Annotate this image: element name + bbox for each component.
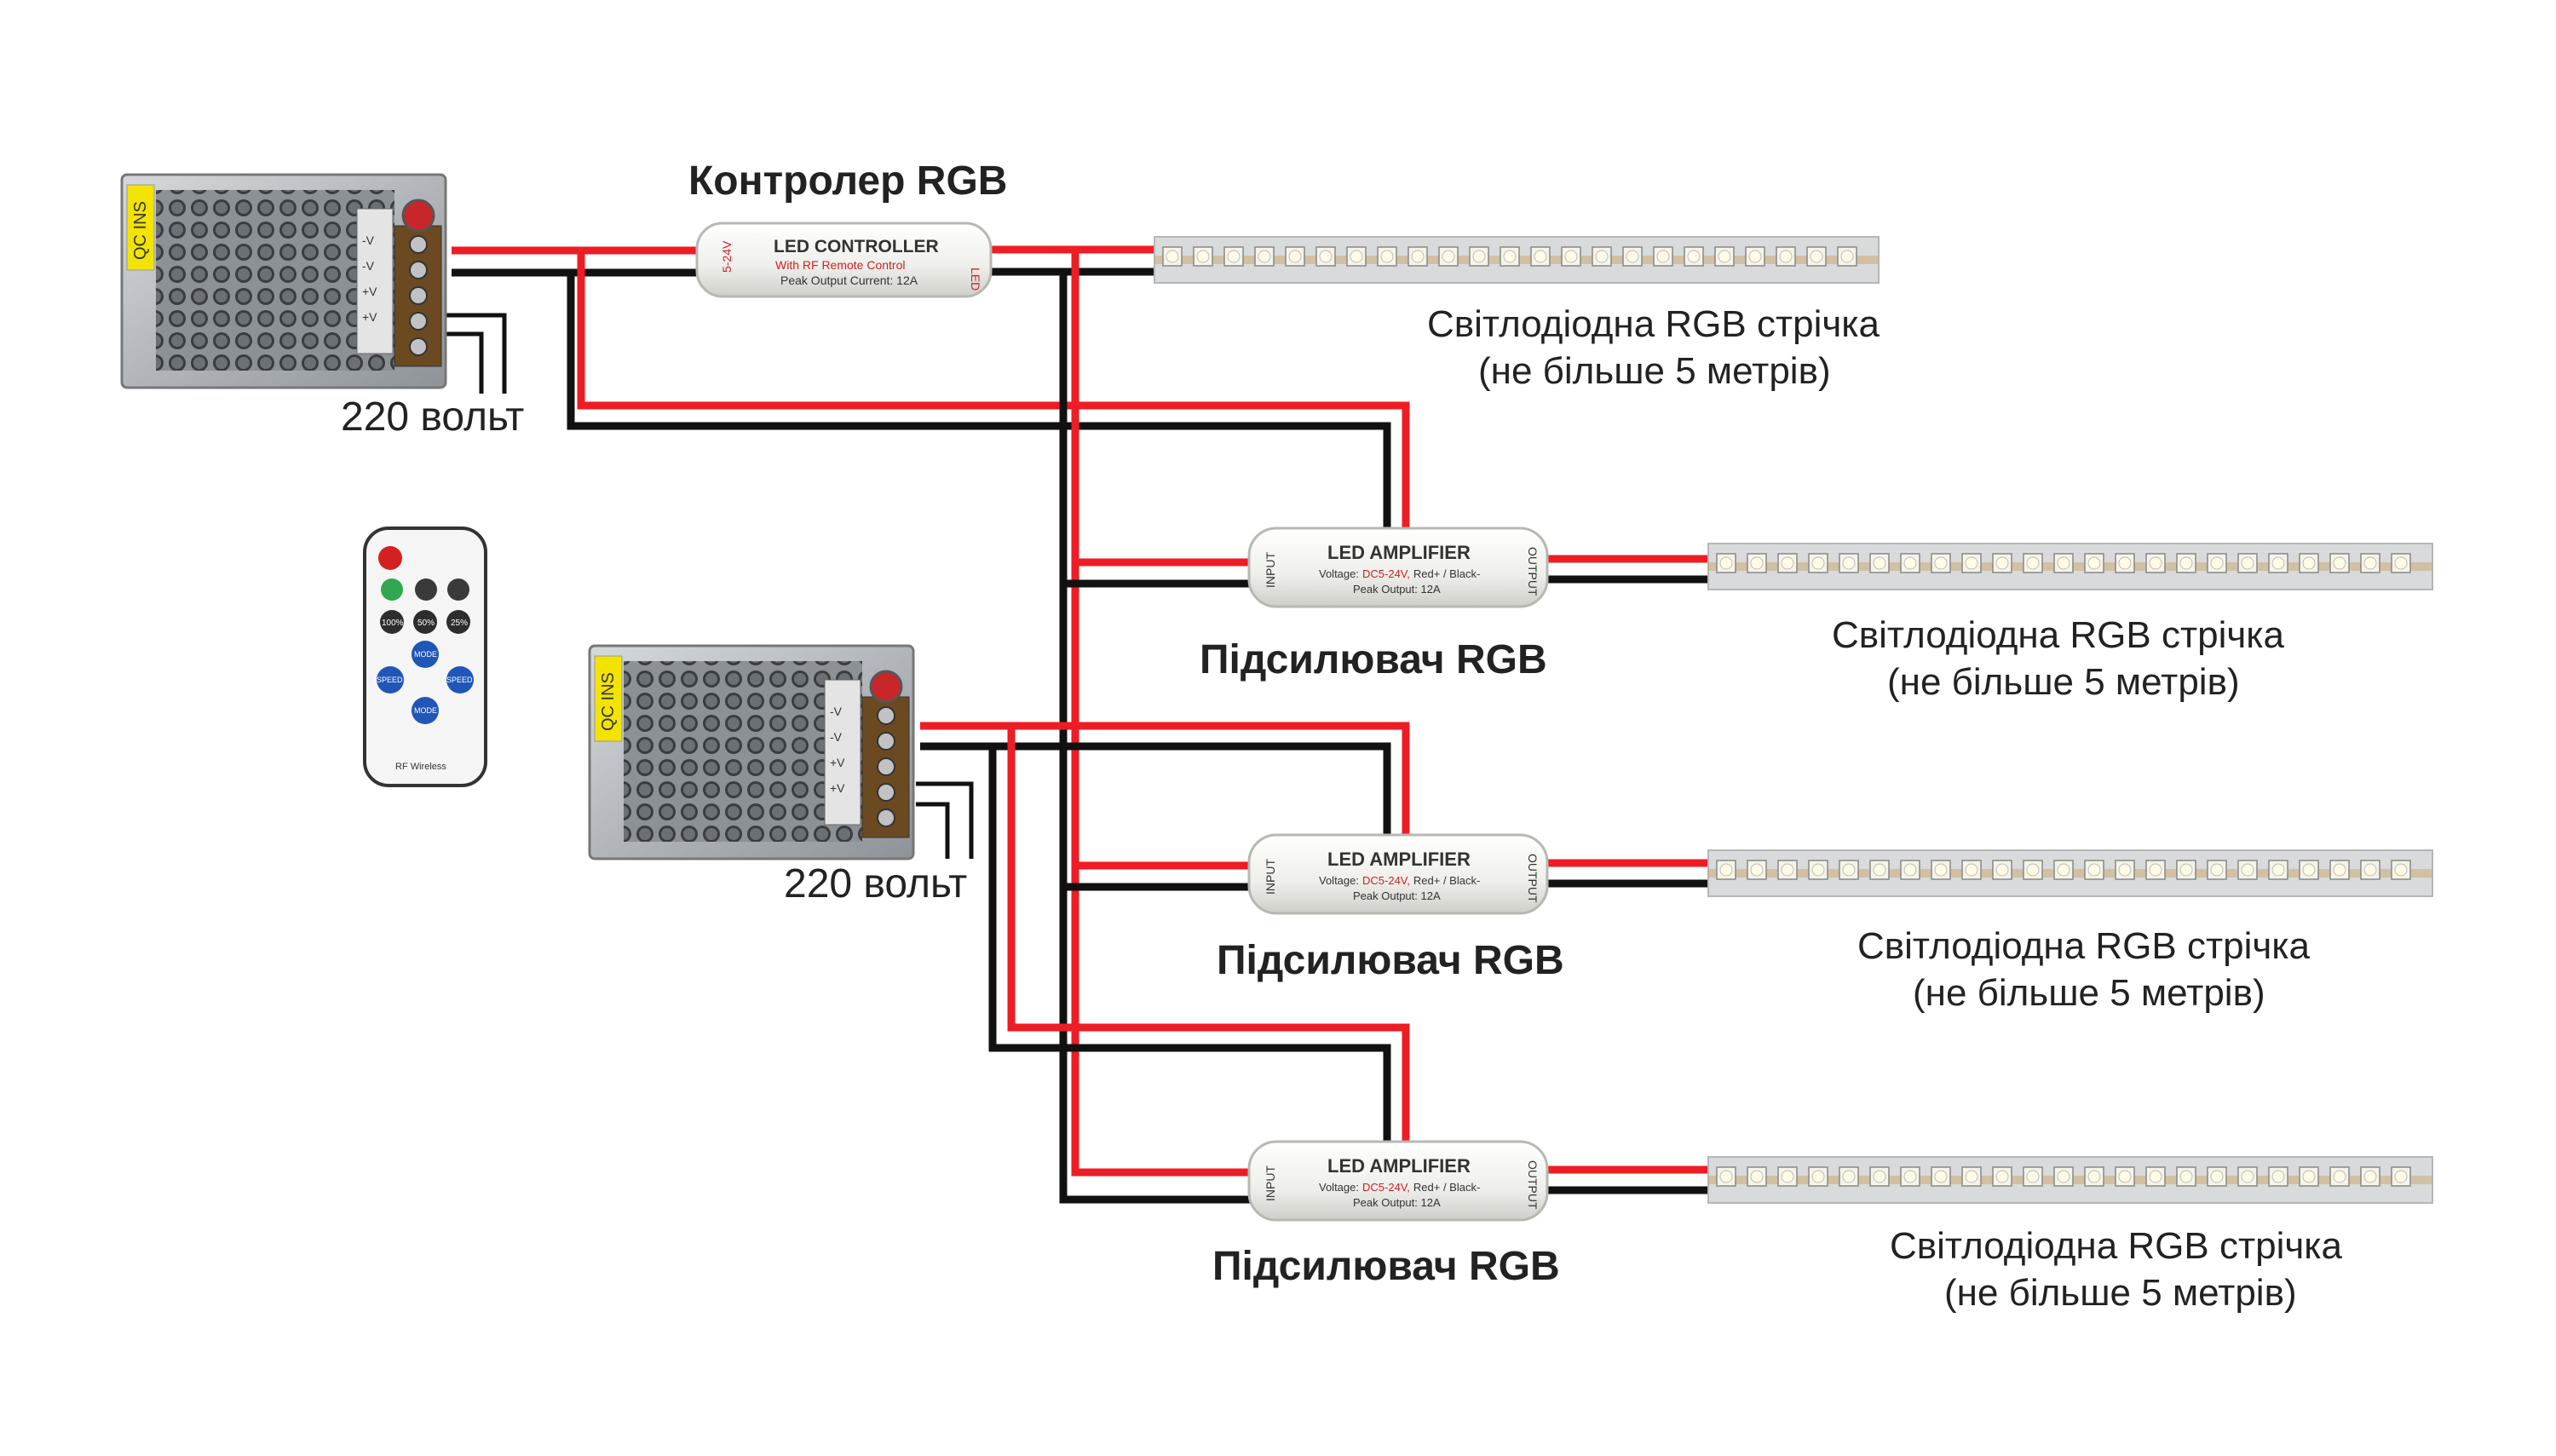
power-supply: QC INS -V -V +V +V [588, 644, 915, 860]
psu-terminal-mark: -V [830, 705, 843, 718]
amplifier-voltage: Voltage:DC5-24V,Red+ / Black- [1319, 1181, 1480, 1194]
amplifier-input-tag: INPUT [1264, 552, 1277, 588]
power-supply: QC INS -V -V +V +V [120, 173, 447, 389]
psu-potentiometer [401, 199, 435, 233]
controller-caption: Контролер RGB [688, 158, 1007, 204]
strip-caption-line2: (не більше 5 метрів) [1887, 661, 2240, 703]
amplifier-output-tag: OUTPUT [1526, 547, 1540, 596]
psu-terminal-mark: +V [362, 285, 377, 298]
wire-red [920, 722, 1410, 839]
wire-black [988, 746, 1391, 1146]
led-controller: 5-24V LED LED CONTROLLER With RF Remote … [695, 222, 993, 298]
psu-terminal-mark: +V [830, 781, 845, 795]
wire-black [567, 273, 1391, 554]
led-strip [1707, 849, 2433, 897]
psu-terminal-mark: +V [830, 756, 845, 769]
psu-terminal-mark: -V [830, 730, 843, 744]
wires [443, 245, 1713, 1204]
wire-black [920, 742, 1391, 839]
wire-red [1071, 250, 1261, 1177]
amplifier-caption: Підсилювач RGB [1217, 938, 1564, 983]
amplifier-title: LED AMPLIFIER [1327, 1155, 1471, 1177]
amplifier-peak: Peak Output: 12A [1353, 889, 1441, 902]
psu-sticker [594, 655, 623, 742]
strip-caption-line1: Світлодіодна RGB стрічка [1890, 1225, 2343, 1267]
amplifier-title: LED AMPLIFIER [1327, 849, 1471, 870]
controller-title: LED CONTROLLER [774, 237, 939, 256]
amplifier-voltage: Voltage:DC5-24V,Red+ / Black- [1319, 567, 1480, 580]
psu-qc-label: QC INS [131, 201, 150, 260]
led-strip [1707, 1156, 2433, 1204]
remote-button-label: SPEED [446, 676, 473, 684]
controller-right-tag: LED [969, 268, 982, 291]
controller-subtitle: With RF Remote Control [775, 258, 905, 272]
remote-button-label: 50% [417, 619, 435, 628]
psu-qc-label: QC INS [599, 672, 618, 731]
psu-grille [156, 190, 394, 371]
strip-caption-line1: Світлодіодна RGB стрічка [1832, 614, 2285, 656]
amplifier-voltage: Voltage:DC5-24V,Red+ / Black- [1319, 874, 1480, 887]
strip-caption-line1: Світлодіодна RGB стрічка [1427, 303, 1880, 345]
amplifier-peak: Peak Output: 12A [1353, 583, 1441, 596]
mains-label: 220 вольт [784, 861, 967, 906]
amplifier-title: LED AMPLIFIER [1327, 542, 1471, 563]
remote-button-label: 100% [382, 619, 404, 628]
led-amplifier: INPUT OUTPUT LED AMPLIFIER Voltage:DC5-24V,… [1247, 833, 1549, 915]
psu-terminal-mark: +V [362, 310, 377, 324]
strip-caption-line2: (не більше 5 метрів) [1478, 350, 1831, 392]
strip-caption-line2: (не більше 5 метрів) [1913, 972, 2265, 1014]
wire-black [1059, 272, 1261, 1204]
led-amplifier: INPUT OUTPUT LED AMPLIFIER Voltage:DC5-24V,… [1247, 1140, 1549, 1222]
mains-wire [443, 331, 484, 394]
amplifier-input-tag: INPUT [1264, 859, 1277, 895]
strip-caption-line1: Світлодіодна RGB стрічка [1857, 925, 2311, 967]
power-button-icon [378, 546, 402, 570]
amplifier-caption: Підсилювач RGB [1212, 1244, 1560, 1289]
controller-left-tag: 5-24V [720, 240, 734, 273]
led-strip [1707, 543, 2433, 590]
remote-brand: RF Wireless [395, 762, 446, 772]
remote-button-label: 25% [451, 619, 468, 628]
strip-caption-line2: (не більше 5 метрів) [1944, 1272, 2297, 1314]
mains-wire [916, 802, 950, 859]
remote-button-label: SPEED [377, 676, 403, 684]
amplifier-input-tag: INPUT [1264, 1165, 1277, 1201]
psu-grille [624, 661, 862, 842]
psu-terminal-mark: -V [362, 233, 375, 247]
amplifier-caption: Підсилювач RGB [1200, 637, 1547, 682]
led-amplifier: INPUT OUTPUT LED AMPLIFIER Voltage:DC5-24V,… [1247, 527, 1549, 608]
mains-label: 220 вольт [341, 394, 524, 440]
mains-wire [916, 781, 974, 859]
wire-red [577, 250, 1410, 554]
psu-potentiometer [869, 670, 903, 704]
amplifier-peak: Peak Output: 12A [1353, 1196, 1441, 1209]
led-strip [1154, 236, 1880, 284]
controller-spec: Peak Output Current: 12A [780, 273, 918, 287]
amplifier-output-tag: OUTPUT [1526, 1160, 1540, 1210]
mains-wire [443, 313, 507, 394]
psu-sticker [126, 184, 155, 271]
remote-button-label: MODE [414, 650, 437, 659]
wire-red [1007, 726, 1410, 1146]
psu-terminal-mark: -V [362, 259, 375, 273]
amplifier-output-tag: OUTPUT [1526, 854, 1540, 903]
remote-button-label: MODE [414, 706, 437, 715]
rf-remote: 100% 50% 25% SPEED SPEED MODE MODE RF Wi… [363, 527, 487, 787]
